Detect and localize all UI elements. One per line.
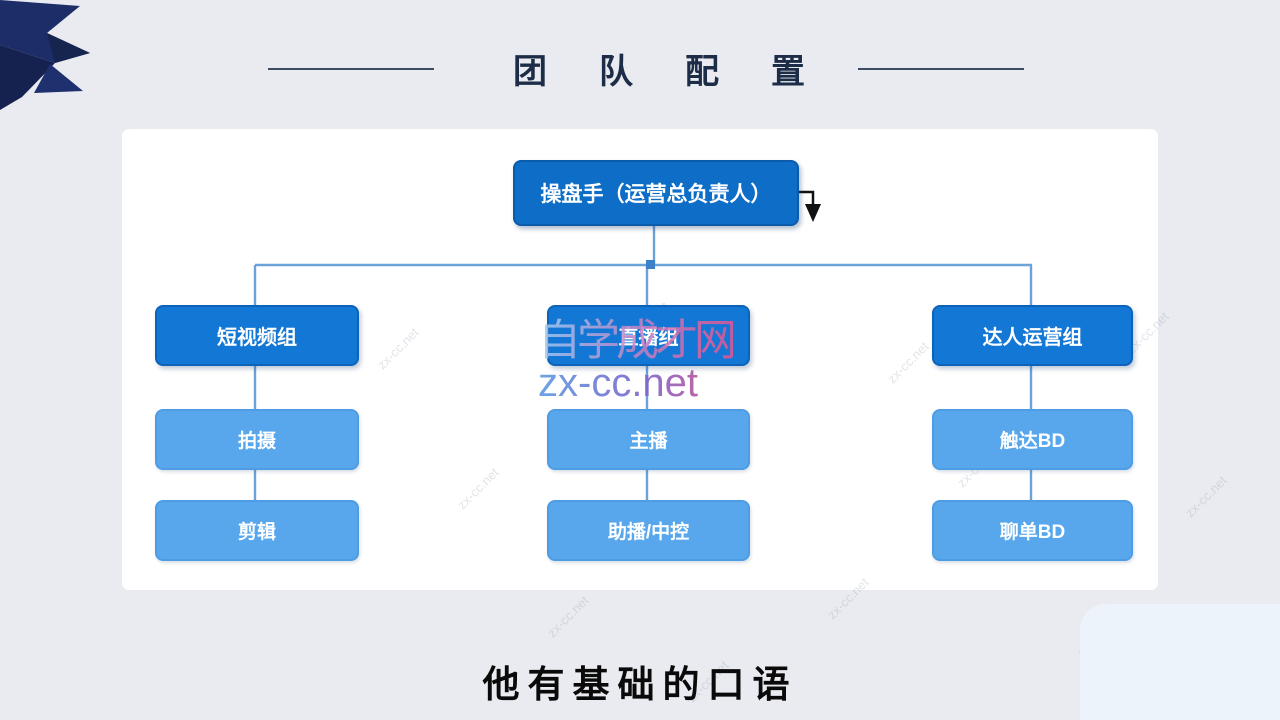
org-node-influencer-ops-group: 达人运营组 [932,305,1133,366]
watermark-tile: zx-cc.net [824,574,872,623]
title-rule-right [858,68,1024,70]
org-node-shooting: 拍摄 [155,409,359,470]
org-node-order-chat-bd: 聊单BD [932,500,1133,561]
org-node-editing: 剪辑 [155,500,359,561]
org-node-assistant-host: 助播/中控 [547,500,750,561]
ribbon-decoration-icon [0,0,90,110]
bottom-right-panel [1080,604,1280,720]
org-node-short-video-group: 短视频组 [155,305,359,366]
org-node-root: 操盘手（运营总负责人） [513,160,799,226]
watermark-tile: zx-cc.net [1182,472,1230,521]
watermark-tile: zx-cc.net [454,464,502,513]
org-node-host: 主播 [547,409,750,470]
org-node-livestream-group: 直播组 [547,305,750,366]
video-subtitle: 他有基础的口语 [482,665,798,706]
watermark-tile: zx-cc.net [544,592,592,641]
slide-header: 团队配置 [0,42,1280,94]
title-rule-left [268,68,434,70]
org-node-outreach-bd: 触达BD [932,409,1133,470]
page-title: 团队配置 [513,54,857,91]
watermark-tile: zx-cc.net [374,324,422,373]
watermark-tile: zx-cc.net [884,338,932,387]
